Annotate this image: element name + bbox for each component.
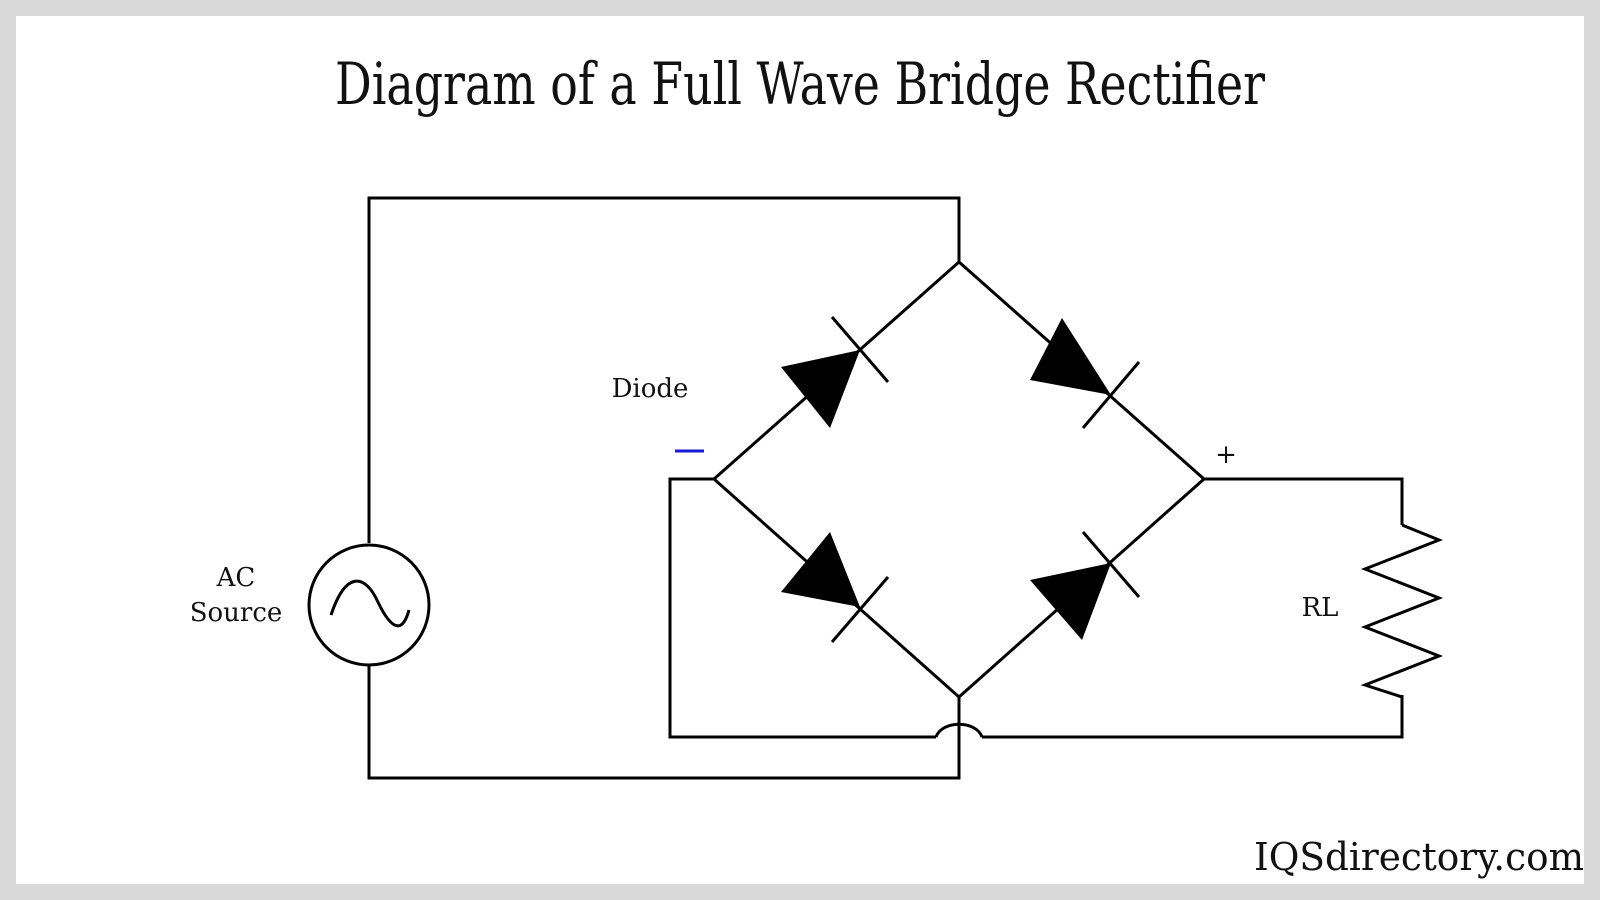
diode-top-left <box>781 316 890 428</box>
diode-cathode-bar <box>1081 531 1141 598</box>
diode-anode-triangle <box>1030 563 1111 640</box>
ac-source-label-line1: AC <box>216 563 256 593</box>
ac-source-circle <box>307 543 431 667</box>
diode-anode-triangle <box>1030 318 1111 395</box>
load-resistor-icon <box>1360 523 1444 699</box>
diode-label: Diode <box>612 374 689 404</box>
positive-terminal-label: + <box>1215 440 1237 470</box>
diode-anode-triangle <box>781 350 860 428</box>
ac-source-symbol <box>307 543 431 667</box>
diode-cathode-bar <box>1081 361 1141 429</box>
diode-cathode-bar <box>830 576 890 643</box>
ac-source-label-line2: Source <box>190 598 283 628</box>
wire-positive-out <box>1204 477 1404 525</box>
wire-crossover-hop <box>934 722 984 738</box>
diode-anode-triangle <box>781 532 860 607</box>
wire-load-bottom <box>982 695 1404 739</box>
brand-watermark: IQSdirectory.com <box>1254 835 1584 879</box>
load-resistor-label: RL <box>1302 593 1339 623</box>
diode-bottom-left <box>781 532 890 643</box>
wire-ac-top <box>367 196 961 543</box>
diagram-canvas <box>16 16 1584 884</box>
wire-ac-bottom <box>367 666 961 780</box>
diagram-title: Diagram of a Full Wave Bridge Rectifier <box>335 50 1265 118</box>
wire-negative-return <box>668 477 936 739</box>
sine-wave-icon <box>329 579 411 628</box>
diode-bottom-right <box>1030 531 1141 640</box>
diode-top-right <box>1030 318 1141 429</box>
diode-cathode-bar <box>830 316 890 383</box>
